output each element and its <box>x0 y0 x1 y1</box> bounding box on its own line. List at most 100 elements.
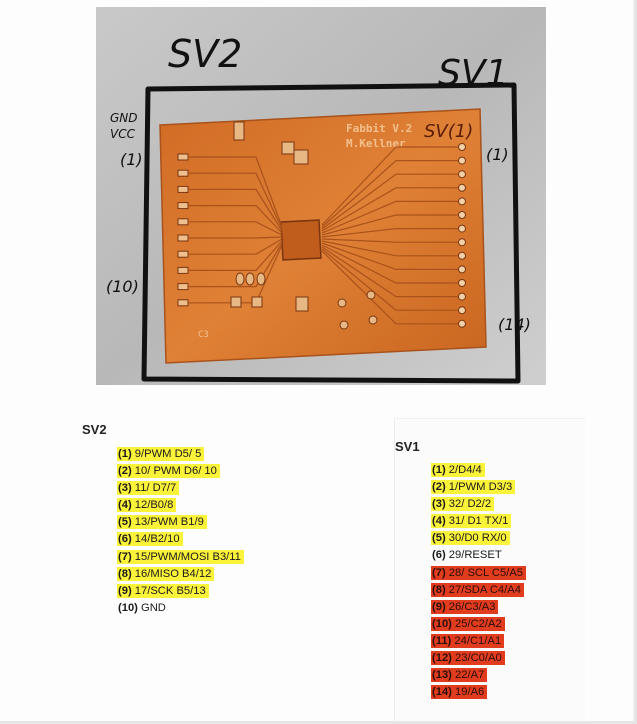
sv1-pin-label: 25/C2/A2 <box>455 617 502 630</box>
pcb-component <box>293 149 309 165</box>
sv1-pin-row: (12) 23/C0/A0 <box>431 650 526 667</box>
pcb-pad <box>458 170 466 179</box>
sv1-pin-number: (5) <box>432 532 446 545</box>
pcb-trace <box>321 238 458 243</box>
sv1-pin-row: (4) 31/ D1 TX/1 <box>431 513 526 530</box>
pcb-trace <box>321 250 458 325</box>
sv2-pin-label: 12/B0/8 <box>134 499 174 512</box>
sv1-pin-number: (6) <box>432 549 446 562</box>
pcb-pad <box>177 169 189 177</box>
sv1-pin-number: (12) <box>432 652 452 665</box>
sv2-pin-highlight: (10) GND <box>117 601 169 615</box>
sv1-pin-label: 32/ D2/2 <box>448 498 492 511</box>
sv1-pin-row: (2) 1/PWM D3/3 <box>431 479 526 496</box>
pcb-pad <box>458 238 466 247</box>
sv1-pin-row: (14) 19/A6 <box>431 684 526 701</box>
sv1-pin-number: (7) <box>432 566 446 579</box>
sv2-pin-label: GND <box>141 601 166 614</box>
sv2-pin-list: (1) 9/PWM D5/ 5(2) 10/ PWM D6/ 10(3) 11/… <box>117 446 244 617</box>
sv2-pin-number: (3) <box>118 482 132 495</box>
pcb-component <box>366 290 376 300</box>
sv2-pin-number: (6) <box>118 533 132 546</box>
pcb-trace <box>321 214 458 236</box>
pcb-pad <box>458 319 466 328</box>
scan-edge <box>0 721 637 724</box>
pcb-pad <box>458 143 466 151</box>
sv2-pin-number: (2) <box>118 465 132 478</box>
handwritten-sv2: SV2 <box>168 32 242 76</box>
hand-drawn-frame <box>141 82 521 384</box>
sv1-pin-label: 2/D4/4 <box>448 464 482 476</box>
sv2-pin-row: (9) 17/SCK B5/13 <box>117 583 244 600</box>
pcb-component <box>281 141 295 155</box>
sv2-pin-row: (5) 13/PWM B1/9 <box>117 514 244 531</box>
sv1-pin-number: (13) <box>432 669 452 682</box>
sv2-pin-row: (1) 9/PWM D5/ 5 <box>117 446 244 463</box>
pcb-pad <box>177 185 189 193</box>
sv2-pin-label: 15/PWM/MOSI B3/11 <box>134 550 241 563</box>
pcb-pad <box>458 279 466 287</box>
sv1-pin-highlight: (13) 22/A7 <box>431 668 488 683</box>
sv2-pin-row: (3) 11/ D7/7 <box>117 480 244 497</box>
sv1-pin-row: (3) 32/ D2/2 <box>431 496 526 513</box>
sv1-pin-highlight: (9) 26/C3/A3 <box>431 599 499 614</box>
pcb-pad <box>458 211 466 219</box>
sv2-pin-row: (7) 15/PWM/MOSI B3/11 <box>117 549 244 566</box>
sv2-pin-row: (10) GND <box>117 600 244 617</box>
pcb-trace <box>321 248 458 311</box>
sv1-pin-highlight: (1) 2/D4/4 <box>431 463 485 477</box>
sv1-pin-label: 24/C1/A1 <box>454 634 502 647</box>
sv1-pin-label: 19/A6 <box>455 686 485 699</box>
pcb-pad <box>177 250 189 258</box>
sv2-pin-label: 17/SCK B5/13 <box>134 584 206 597</box>
pcb-pad <box>458 183 466 192</box>
sv1-pin-number: (14) <box>432 686 452 699</box>
pcb-trace <box>188 238 283 255</box>
sv2-pin-label: 16/MISO B4/12 <box>134 567 212 580</box>
pcb-component <box>245 272 255 286</box>
sv1-title: SV1 <box>395 439 420 454</box>
pcb-trace <box>188 156 283 228</box>
sv1-pin-label: 28/ SCL C5/A5 <box>448 566 524 579</box>
sv1-pin-row: (9) 26/C3/A3 <box>431 599 526 616</box>
sv1-pin-label: 27/SDA C4/A4 <box>448 583 521 596</box>
pcb-trace <box>321 146 458 226</box>
sv1-pin-number: (4) <box>432 515 446 528</box>
pcb-trace <box>321 228 458 238</box>
sv2-pin-highlight: (2) 10/ PWM D6/ 10 <box>117 464 220 479</box>
pcb-c3-text: C3 <box>198 330 209 340</box>
sv1-pin-label: 23/C0/A0 <box>455 652 502 665</box>
sv2-title: SV2 <box>82 422 107 437</box>
sv1-pin-number: (10) <box>432 617 452 630</box>
sv2-pin-highlight: (5) 13/PWM B1/9 <box>117 515 207 530</box>
pcb-trace <box>188 242 283 288</box>
pcb-pad <box>177 234 189 242</box>
pcb-pad <box>177 266 189 274</box>
pcb-trace <box>188 236 283 239</box>
sv1-pin-number: (8) <box>432 583 446 596</box>
handwritten-right-1: (1) <box>486 145 509 164</box>
sv1-pin-label: 1/PWM D3/3 <box>448 481 513 494</box>
pcb-pad <box>458 251 466 260</box>
pcb-trace <box>321 242 458 270</box>
sv1-pin-highlight: (3) 32/ D2/2 <box>431 497 495 512</box>
sv2-pin-row: (8) 16/MISO B4/12 <box>117 566 244 583</box>
sv1-pin-row: (7) 28/ SCL C5/A5 <box>431 565 527 582</box>
sv1-pin-highlight: (10) 25/C2/A2 <box>431 616 505 631</box>
handwritten-vcc: VCC <box>110 127 136 141</box>
sv1-pin-highlight: (14) 19/A6 <box>431 685 488 700</box>
pcb-trace <box>188 188 283 232</box>
pcb-trace <box>188 172 283 230</box>
pcb-trace <box>321 244 458 284</box>
pcb-pad <box>458 292 466 301</box>
pcb-component <box>295 296 309 312</box>
sv1-pin-number: (1) <box>432 464 446 476</box>
sv1-pin-row: (8) 27/SDA C4/A4 <box>431 582 526 599</box>
sv1-pin-number: (9) <box>432 600 446 613</box>
pcb-chip <box>280 219 322 261</box>
pcb-pad <box>177 202 189 210</box>
pcb-component <box>233 121 245 141</box>
pcb-pad <box>458 306 466 315</box>
handwritten-gnd: GND <box>110 111 138 125</box>
pcb-component <box>368 315 378 325</box>
